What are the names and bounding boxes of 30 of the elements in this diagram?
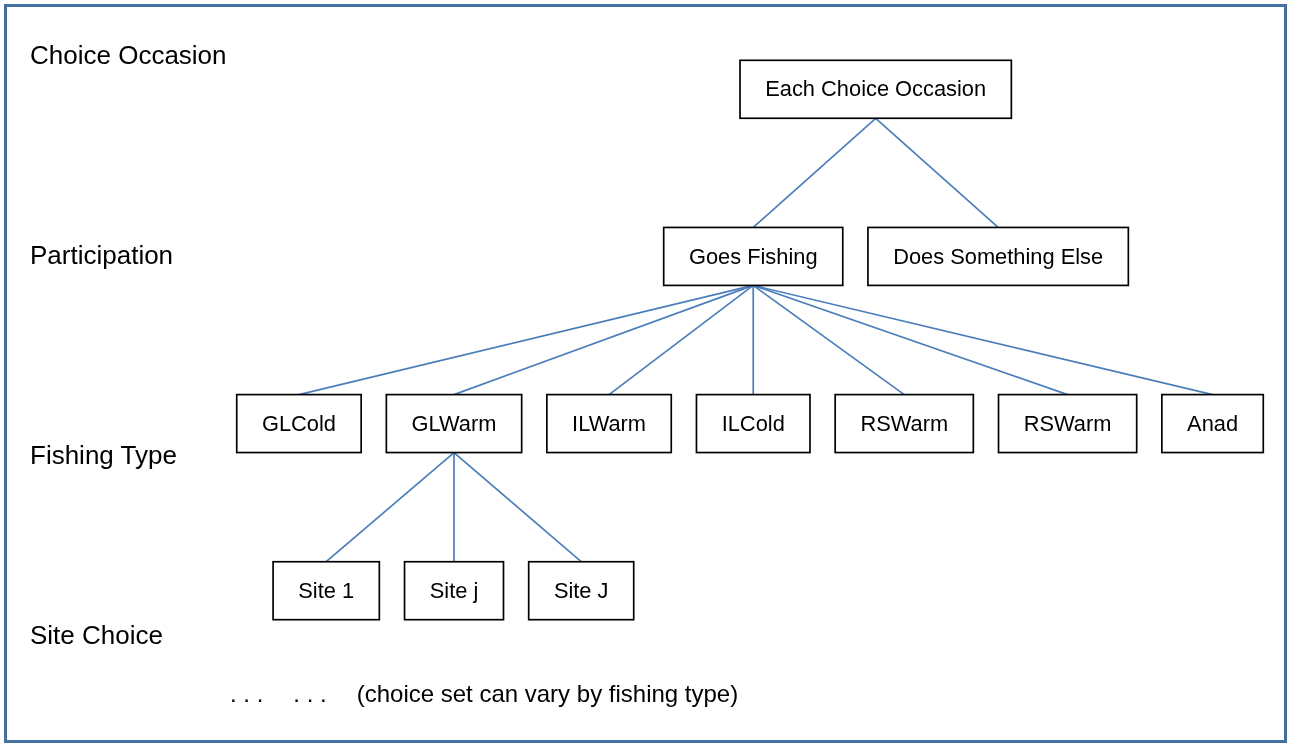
node-box: Site j: [403, 560, 505, 621]
connector: [453, 451, 455, 563]
node-box: Anad: [1161, 393, 1265, 454]
connector: [874, 117, 999, 229]
level-label: Fishing Type: [30, 440, 177, 471]
ellipsis: . . .: [293, 680, 327, 708]
node-box: Goes Fishing: [662, 226, 844, 287]
note: (choice set can vary by fishing type): [356, 680, 739, 708]
connector: [752, 284, 1069, 396]
node-box: Site J: [527, 560, 635, 621]
connector: [453, 451, 583, 563]
connector: [608, 284, 755, 396]
node-box: ILWarm: [546, 393, 673, 454]
level-label: Participation: [30, 240, 174, 271]
connector: [752, 284, 755, 396]
level-label: Choice Occasion: [30, 40, 227, 71]
node-box: GLWarm: [385, 393, 523, 454]
ellipsis: . . .: [230, 680, 264, 708]
connector: [453, 284, 755, 396]
node-box: GLCold: [235, 393, 362, 454]
node-box: Site 1: [272, 560, 381, 621]
node-box: RSWarm: [834, 393, 975, 454]
connector: [325, 451, 455, 563]
connector: [752, 284, 906, 396]
node-box: Each Choice Occasion: [739, 59, 1013, 120]
node-box: ILCold: [695, 393, 811, 454]
node-box: Does Something Else: [867, 226, 1130, 287]
connector: [752, 117, 877, 229]
node-box: RSWarm: [997, 393, 1138, 454]
level-label: Site Choice: [30, 620, 163, 651]
